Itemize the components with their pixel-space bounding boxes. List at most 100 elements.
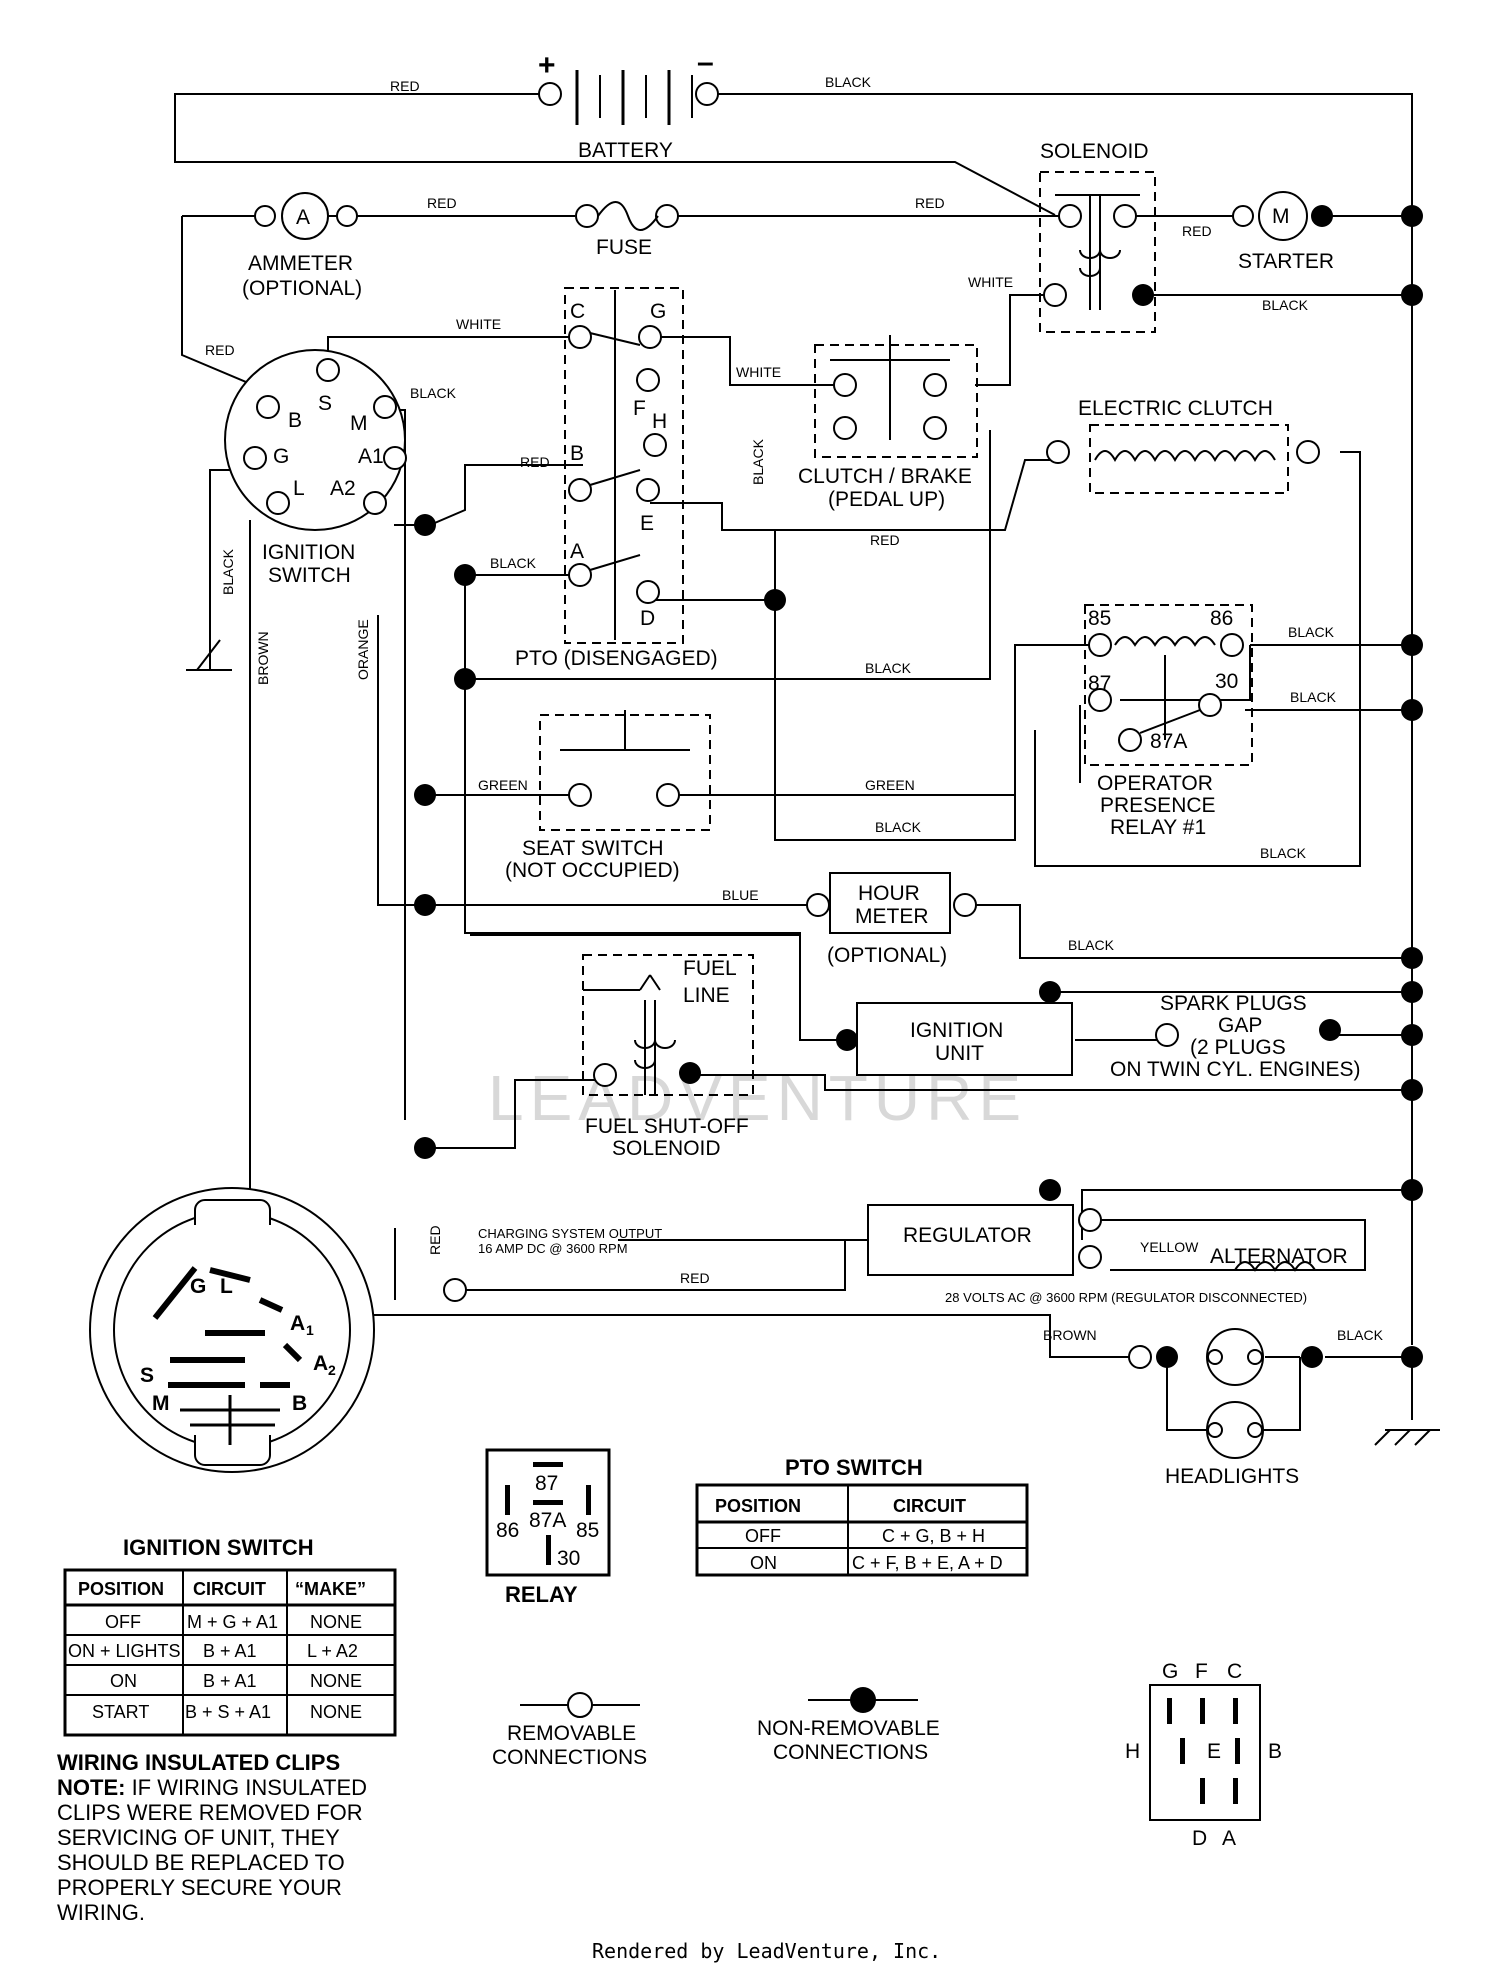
alternator-note: 28 VOLTS AC @ 3600 RPM (REGULATOR DISCON… [945,1290,1307,1305]
operator-presence-relay: 85 86 87 30 87A OPERATOR PRESENCE RELAY … [1088,607,1244,839]
wire-label-yellow: YELLOW [1140,1239,1199,1255]
solenoid: SOLENOID [1040,140,1154,310]
clutch-brake-outline [814,344,978,458]
face-term-A1: A [290,1312,305,1335]
ignition-cell: ON + LIGHTS [68,1641,181,1661]
wire-label-red: RED [205,342,235,358]
clips-note-text: IF WIRING INSULATED [125,1775,367,1800]
ignition-th-position: POSITION [78,1579,164,1599]
wire-label-red: RED [427,1225,443,1255]
wire-label-white: WHITE [456,316,501,332]
starter: M STARTER [1232,191,1423,306]
relay-term-87A: 87A [1150,730,1187,753]
face-term-G: G [190,1275,206,1298]
ignition-cell: ON [110,1671,137,1691]
ignition-switch-table: IGNITION SWITCH POSITION CIRCUIT “MAKE” … [63,1535,397,1737]
solenoid-outline [1039,171,1156,333]
face-term-B: B [292,1392,307,1415]
ignition-cell: M + G + A1 [187,1612,278,1632]
headlights-label: HEADLIGHTS [1165,1465,1299,1488]
ignition-switch: S B M G A1 L A2 IGNITION SWITCH [224,349,407,587]
seat-switch: SEAT SWITCH (NOT OCCUPIED) [505,710,690,882]
connection-legend: REMOVABLE CONNECTIONS NON-REMOVABLE CONN… [492,1687,940,1769]
ign-term-M: M [350,412,368,435]
relay-term-87: 87 [1088,672,1111,695]
wire-label-red: RED [427,195,457,211]
ignition-th-make: “MAKE” [295,1579,366,1599]
pto-cell: OFF [745,1526,781,1546]
relay-label-1: OPERATOR [1097,772,1213,795]
wiring-clips-note: WIRING INSULATED CLIPS NOTE: IF WIRING I… [57,1750,367,1925]
clips-note-label: NOTE: [57,1775,125,1800]
ammeter-symbol: A [296,206,310,229]
fuel-line-label-1: FUEL [683,957,737,980]
hour-meter-optional: (OPTIONAL) [827,944,947,967]
fuel-solenoid-label-1: FUEL SHUT-OFF [585,1115,749,1138]
ignition-cell: NONE [310,1612,362,1632]
relay-outline [1084,604,1253,766]
ign-term-L: L [293,477,305,500]
wire-label-white: WHITE [736,364,781,380]
spark-label-3: (2 PLUGS [1190,1036,1286,1059]
battery-label: BATTERY [578,139,673,162]
ignition-switch-face: G L A 1 A 2 S M B [89,1187,375,1473]
battery-plus: + [538,49,556,82]
relay-legend-87: 87 [535,1472,558,1495]
clutch-brake-switch: CLUTCH / BRAKE (PEDAL UP) [798,335,972,511]
ammeter-optional: (OPTIONAL) [242,277,362,300]
pto-cell: C + G, B + H [882,1526,985,1546]
relay-legend-30: 30 [557,1547,580,1570]
alternator-label: ALTERNATOR [1210,1245,1348,1268]
spark-label-4: ON TWIN CYL. ENGINES) [1110,1058,1360,1081]
spark-plugs: SPARK PLUGS GAP (2 PLUGS ON TWIN CYL. EN… [1110,992,1360,1081]
wire-label-brown: BROWN [1043,1327,1097,1343]
fuel-shutoff-solenoid: FUEL LINE FUEL SHUT-OFF SOLENOID [583,957,749,1160]
ignition-cell: OFF [105,1612,141,1632]
wire-labels: RED BLACK RED RED RED WHITE BLACK RED WH… [205,74,1384,1343]
pto-conn-H: H [1125,1740,1140,1763]
ignition-unit-label-1: IGNITION [910,1019,1003,1042]
pto-cell: C + F, B + E, A + D [852,1553,1003,1573]
clips-note-line5: PROPERLY SECURE YOUR [57,1875,342,1900]
solenoid-label: SOLENOID [1040,140,1149,163]
seat-switch-label: SEAT SWITCH [522,837,664,860]
pto-table-title: PTO SWITCH [785,1455,923,1480]
face-term-M: M [152,1392,170,1415]
wire-label-black: BLACK [490,555,537,571]
pto-switch: C G F H B E A D PTO (DISENGAGED) [515,290,718,670]
wire-label-black: BLACK [875,819,922,835]
ammeter-label: AMMETER [248,252,353,275]
pto-conn-D: D [1192,1827,1207,1850]
electric-clutch-outline [1089,424,1289,494]
seat-switch-label-2: (NOT OCCUPIED) [505,859,680,882]
legend-removable-2: CONNECTIONS [492,1746,647,1769]
wire-label-black: BLACK [1068,937,1115,953]
wire-label-blue: BLUE [722,887,759,903]
pto-conn-C: C [1227,1660,1242,1683]
fuel-line-label-2: LINE [683,984,730,1007]
clips-note-title: WIRING INSULATED CLIPS [57,1750,340,1775]
fuse: FUSE [575,201,679,259]
wire-label-black: BLACK [1337,1327,1384,1343]
ignition-cell: L + A2 [307,1641,358,1661]
wire-label-black: BLACK [750,438,766,485]
clips-note-line1: NOTE: IF WIRING INSULATED [57,1775,367,1800]
starter-label: STARTER [1238,250,1334,273]
pto-conn-G: G [1162,1660,1178,1683]
clutch-brake-label: CLUTCH / BRAKE [798,465,972,488]
wire-label-green: GREEN [478,777,528,793]
wire-label-red: RED [680,1270,710,1286]
relay-label-2: PRESENCE [1100,794,1216,817]
ignition-table-title: IGNITION SWITCH [123,1535,314,1560]
legend-nonremovable-2: CONNECTIONS [773,1741,928,1764]
wire-label-black: BLACK [1290,689,1337,705]
pto-th-position: POSITION [715,1496,801,1516]
headlights: HEADLIGHTS [1128,1328,1423,1488]
ignition-switch-label-2: SWITCH [268,564,351,587]
face-term-L: L [220,1275,233,1298]
wire-label-black: BLACK [1262,297,1309,313]
removable-connection-symbol [567,1692,593,1718]
pto-connector: G F C H E B D A [1125,1660,1282,1850]
pto-switch-table: PTO SWITCH POSITION CIRCUIT OFF C + G, B… [695,1455,1029,1577]
